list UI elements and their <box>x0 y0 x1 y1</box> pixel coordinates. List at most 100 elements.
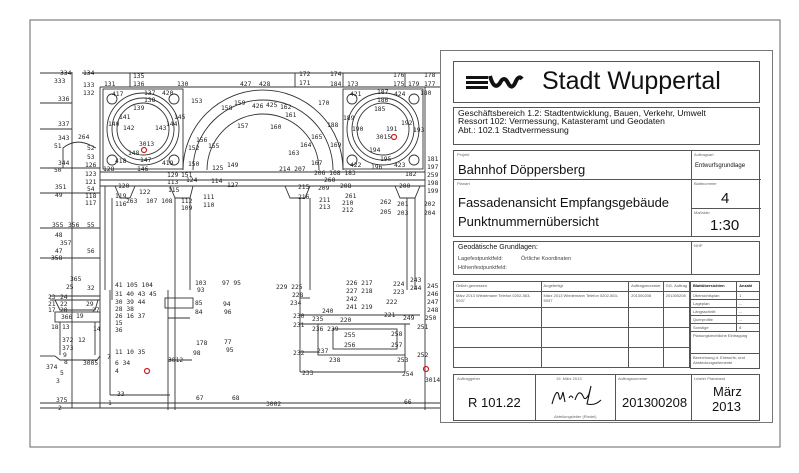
point-label: 228 <box>292 292 304 299</box>
point-label: 167 <box>311 160 323 167</box>
point-label: 196 <box>371 164 383 171</box>
point-label: 236 239 <box>312 326 339 333</box>
point-label: 336 <box>58 96 70 103</box>
scale: 1:30 <box>710 217 740 234</box>
point-label: 3002 <box>266 401 281 408</box>
point-label: 344 <box>58 160 70 167</box>
point-label: 337 <box>58 121 70 128</box>
point-label: 220 <box>340 317 352 324</box>
project-name: Bahnhof Döppersberg <box>458 162 586 177</box>
point-label: 23 <box>48 294 56 301</box>
point-label: 157 <box>237 123 249 130</box>
point-label: 419 <box>162 160 174 167</box>
point-label: 150 <box>188 161 200 168</box>
point-label: 17 <box>48 307 56 314</box>
point-label: 129 <box>167 172 179 179</box>
note-calculation: Berechnung d. Entwurfs- und Absteckungse… <box>690 353 760 369</box>
point-label: 197 <box>427 164 439 171</box>
point-label: 111 <box>203 194 215 201</box>
point-label: 20 <box>60 307 68 314</box>
point-label: 130 <box>177 81 189 88</box>
table-header: GG- Auftrag <box>662 281 691 292</box>
point-label: 138 <box>144 97 156 104</box>
point-label: 356 <box>68 222 80 229</box>
point-label: 48 <box>55 232 63 239</box>
sheet-type: Übersichtsplan <box>689 291 738 300</box>
point-label: 229 225 <box>276 284 303 291</box>
point-label: 176 <box>393 72 405 79</box>
marker-3013 <box>140 146 148 154</box>
point-label: 122 <box>139 189 151 196</box>
point-label: 142 <box>123 125 135 132</box>
point-label: 24 <box>60 294 68 301</box>
point-label: 249 <box>403 315 415 322</box>
point-label: 148 <box>128 150 140 157</box>
point-label: 3014 <box>425 377 440 384</box>
point-label: 145 <box>174 114 186 121</box>
point-label: 26 16 37 <box>115 313 146 320</box>
point-label: 112 <box>181 198 193 205</box>
point-label: 250 <box>425 315 437 322</box>
table-header: Örtlich gemessen <box>453 281 542 292</box>
blatt-label: Blattnummer <box>694 181 717 186</box>
title-block: Stadt Wuppertal Geschäftsbereich 1.2: St… <box>440 50 773 423</box>
survey-markers <box>140 133 430 375</box>
point-label: 186 <box>377 97 389 104</box>
point-label: 238 <box>329 357 341 364</box>
point-label: 32 <box>87 285 95 292</box>
point-label: 372 <box>62 337 74 344</box>
point-label: 418 <box>115 158 127 165</box>
sheet-type: Lageplan <box>689 299 738 308</box>
point-label: 180 <box>420 90 432 97</box>
point-label: 1 <box>108 400 112 407</box>
hoehe-label: Höhenfestpunktfeld: <box>458 265 507 271</box>
dept-line: Ressort 102: Vermessung, Katasteramt und… <box>458 116 665 127</box>
sheet-number: 4 <box>721 190 730 207</box>
point-label: 95 <box>226 347 234 354</box>
point-label: 3 <box>56 378 60 385</box>
plan-title-2: Punktnummernübersicht <box>458 214 599 229</box>
point-label: 334 <box>60 70 72 77</box>
point-label: 248 <box>427 307 439 314</box>
point-label: 50 <box>54 167 62 174</box>
point-label: 203 <box>397 210 409 217</box>
point-label: 3013 <box>139 141 154 148</box>
point-label: 426 <box>252 103 264 110</box>
point-label: 241 219 <box>346 304 373 311</box>
geodetic-box: Geodätische Grundlagen: Lagefestpunktfel… <box>453 241 760 275</box>
sheet-count: 1 <box>736 291 760 300</box>
point-label: 133 <box>83 82 95 89</box>
point-label: 258 <box>391 331 403 338</box>
point-label: 184 <box>330 81 342 88</box>
point-label: 212 <box>342 207 354 214</box>
dept-line: Geschäftsbereich 1.2: Stadtentwicklung, … <box>458 108 706 118</box>
point-label: 28 38 <box>115 306 134 313</box>
point-label: 127 <box>227 182 239 189</box>
auftragsnummer: 201300208 <box>622 395 688 410</box>
point-label: 137 <box>144 90 156 97</box>
point-label: 117 <box>85 200 97 207</box>
point-label: 118 <box>85 193 97 200</box>
point-label: 56 <box>87 248 95 255</box>
point-label: 237 <box>317 348 329 355</box>
point-label: 30 39 44 <box>115 299 146 306</box>
point-label: 36 <box>115 327 123 334</box>
point-label: 333 <box>54 78 66 85</box>
point-label: 216 <box>298 194 310 201</box>
point-label: 143 <box>155 125 167 132</box>
point-label: 179 <box>408 81 420 88</box>
planstand-year: 2013 <box>712 399 741 414</box>
dept-line: Abt.: 102.1 Stadtvermessung <box>458 124 569 135</box>
point-label: 165 <box>311 134 323 141</box>
table-header: Angefertigt <box>540 281 630 292</box>
point-label: 53 <box>87 154 95 161</box>
point-label: 85 <box>195 300 203 307</box>
point-label: 77 <box>224 339 232 346</box>
sheet-type: Sonstige <box>689 323 738 332</box>
point-label: 158 <box>221 105 233 112</box>
point-label: 49 <box>55 192 63 199</box>
point-label: 52 <box>87 145 95 152</box>
drawing-frame <box>29 19 781 448</box>
point-label: 256 <box>344 342 356 349</box>
point-label: 242 <box>346 296 358 303</box>
